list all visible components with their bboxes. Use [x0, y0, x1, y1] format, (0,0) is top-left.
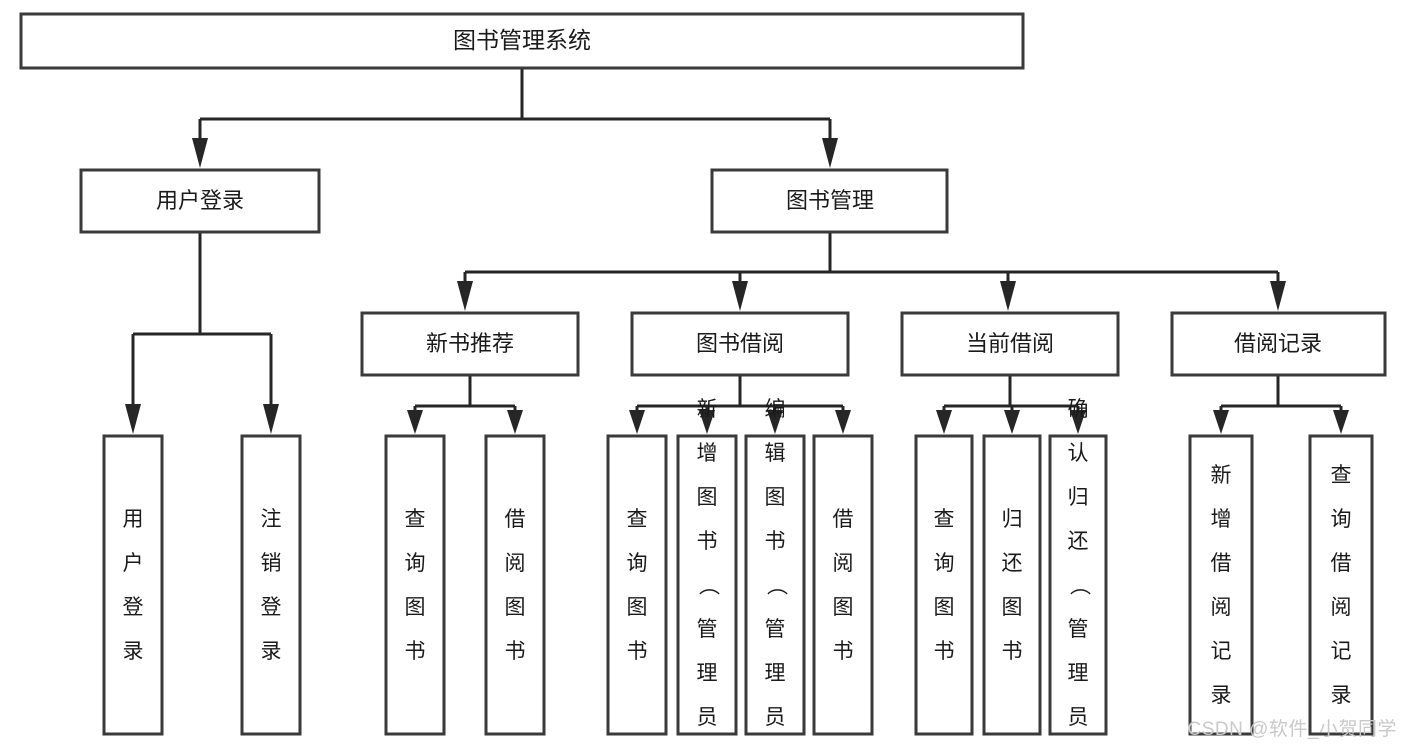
leaf-node-box[interactable]	[1188, 434, 1254, 736]
leaf-node-label: 借阅图书	[505, 508, 526, 663]
leaf-node-label: 查询图书	[627, 508, 648, 663]
leaf-node-box[interactable]	[812, 434, 874, 736]
node-new-book-recommend-label: 新书推荐	[426, 331, 514, 356]
node-root-label: 图书管理系统	[453, 27, 591, 53]
node-book-borrow[interactable]: 图书借阅	[630, 311, 850, 377]
node-borrow-record[interactable]: 借阅记录	[1170, 311, 1387, 377]
node-book-borrow-box[interactable]	[630, 311, 850, 377]
leaf-node[interactable]: 归还图书	[982, 434, 1042, 736]
leaf-node[interactable]: 用户登录	[102, 434, 164, 736]
leaf-node[interactable]: 借阅图书	[812, 434, 874, 736]
leaf-node-label-glyph: （	[764, 575, 787, 596]
leaf-node-box[interactable]	[676, 434, 738, 736]
leaf-node[interactable]: （）确认归还管理员	[1048, 398, 1108, 747]
leaf-node[interactable]: 注销登录	[240, 434, 302, 736]
leaf-node-label: 编辑图书管理员	[765, 398, 786, 729]
node-book-management[interactable]: 图书管理	[710, 168, 949, 234]
node-user-login[interactable]: 用户登录	[79, 168, 321, 234]
leaf-node-label-glyph: （	[696, 575, 719, 596]
node-book-borrow-label: 图书借阅	[696, 331, 784, 356]
node-book-management-box[interactable]	[710, 168, 949, 234]
leaf-node-label: 新增借阅记录	[1211, 464, 1232, 707]
leaf-node[interactable]: （）新增图书管理员	[676, 398, 738, 747]
node-borrow-record-box[interactable]	[1170, 311, 1387, 377]
leaf-node-label-glyph: （	[1067, 575, 1090, 596]
node-current-borrow[interactable]: 当前借阅	[900, 311, 1120, 377]
leaf-node[interactable]: 查询图书	[606, 434, 668, 736]
leaf-node-label: 借阅图书	[833, 508, 854, 663]
leaf-node-layer: 用户登录注销登录查询图书借阅图书查询图书（）新增图书管理员（）编辑图书管理员借阅…	[102, 398, 1374, 747]
leaf-node-label: 查询图书	[934, 508, 955, 663]
leaf-node-box[interactable]	[102, 434, 164, 736]
node-user-login-label: 用户登录	[156, 188, 244, 213]
node-borrow-record-label: 借阅记录	[1234, 331, 1322, 356]
edge-current-to-leaves	[936, 375, 1086, 434]
leaf-node-label: 查询图书	[405, 508, 426, 663]
leaf-node-box[interactable]	[744, 434, 806, 736]
leaf-node-label: 注销登录	[261, 508, 282, 663]
leaf-node-label: 归还图书	[1002, 508, 1023, 663]
leaf-node[interactable]: 查询借阅记录	[1308, 434, 1374, 736]
node-current-borrow-label: 当前借阅	[966, 331, 1054, 356]
leaf-node-box[interactable]	[484, 434, 546, 736]
node-user-login-box[interactable]	[79, 168, 321, 234]
connector-layer	[125, 68, 1349, 434]
leaf-node-box[interactable]	[982, 434, 1042, 736]
edge-borrow-to-leaves	[629, 375, 851, 434]
leaf-node-box[interactable]	[240, 434, 302, 736]
leaf-node-box[interactable]	[606, 434, 668, 736]
leaf-node[interactable]: （）编辑图书管理员	[744, 398, 806, 747]
node-root-box[interactable]	[19, 12, 1025, 70]
leaf-node-box[interactable]	[384, 434, 446, 736]
node-book-management-label: 图书管理	[786, 188, 874, 213]
leaf-node-box[interactable]	[1048, 434, 1108, 736]
leaf-node-label: 用户登录	[123, 508, 144, 663]
leaf-node[interactable]: 查询图书	[914, 434, 974, 736]
edge-userlogin-to-leaves	[125, 232, 279, 434]
leaf-node[interactable]: 借阅图书	[484, 434, 546, 736]
node-current-borrow-box[interactable]	[900, 311, 1120, 377]
leaf-node[interactable]: 查询图书	[384, 434, 446, 736]
leaf-node-label: 确认归还管理员	[1068, 398, 1089, 729]
node-new-book-recommend[interactable]: 新书推荐	[360, 311, 580, 377]
leaf-node-box[interactable]	[914, 434, 974, 736]
edge-bookmgmt-to-level2	[457, 232, 1286, 311]
leaf-node-label: 查询借阅记录	[1331, 464, 1352, 707]
leaf-node[interactable]: 新增借阅记录	[1188, 434, 1254, 736]
node-root[interactable]: 图书管理系统	[19, 12, 1025, 70]
leaf-node-box[interactable]	[1308, 434, 1374, 736]
edge-newbook-to-leaves	[407, 375, 523, 434]
leaf-node-label: 新增图书管理员	[697, 398, 718, 729]
node-new-book-recommend-box[interactable]	[360, 311, 580, 377]
edge-root-to-level1	[192, 68, 838, 168]
edge-record-to-leaves	[1213, 375, 1349, 434]
